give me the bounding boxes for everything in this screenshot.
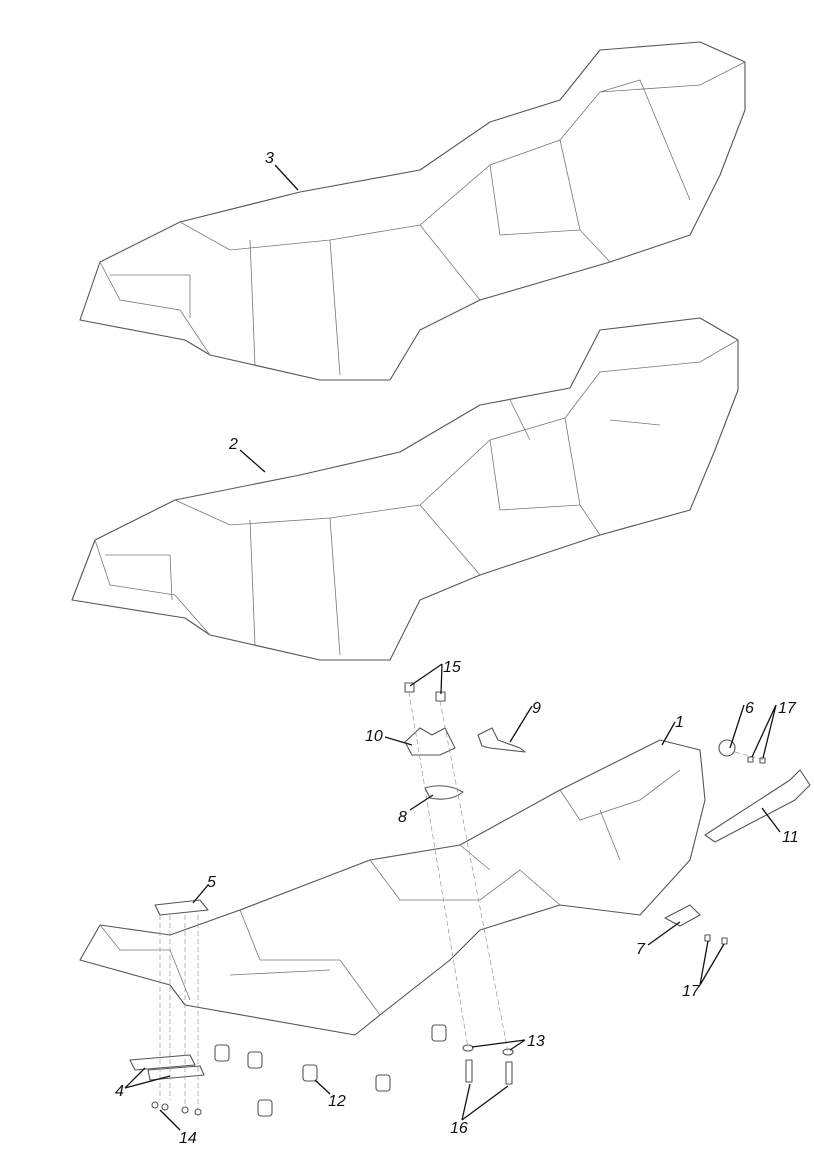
screw-part-17d [721,937,728,945]
pin-part-16b [505,1061,513,1085]
screw-part-17a [747,756,754,763]
grommet-part-12d [375,1074,391,1092]
callout-3: 3 [265,150,299,191]
callouts: 3 2 15 9 10 1 6 17 11 8 5 7 17 13 4 12 1… [115,150,799,1147]
svg-text:16: 16 [450,1120,468,1137]
callout-10: 10 [365,728,413,746]
screw-part-17c [704,934,711,942]
svg-text:1: 1 [675,714,684,731]
svg-text:10: 10 [365,728,383,745]
svg-text:4: 4 [115,1083,124,1100]
seat-part-2 [71,317,739,661]
callout-14: 14 [159,1109,197,1147]
callout-17-bottom: 17 [682,940,725,1000]
callout-15: 15 [409,659,461,695]
callout-8: 8 [398,794,434,826]
rod-part-11 [704,769,811,843]
plate-part-4b [147,1065,205,1081]
svg-text:7: 7 [636,941,646,958]
latch-part-9 [477,727,526,753]
seat-base-part-1 [79,739,706,1036]
callout-7: 7 [636,921,681,958]
svg-text:17: 17 [778,700,797,717]
bracket-part-10 [404,727,456,756]
assembly-axes [159,691,766,1110]
svg-text:2: 2 [228,436,238,453]
grommet-part-12f [431,1024,447,1042]
callout-17-top: 17 [751,700,797,759]
svg-text:5: 5 [207,874,216,891]
svg-text:6: 6 [745,700,754,717]
svg-text:13: 13 [527,1033,545,1050]
svg-text:8: 8 [398,809,407,826]
small-parts [129,682,811,1117]
svg-text:14: 14 [179,1130,197,1147]
plate-part-4a [129,1054,196,1071]
svg-text:9: 9 [532,700,541,717]
nut-part-15a [404,682,415,693]
washer-part-13b [502,1048,514,1056]
loop-part-8 [424,785,464,800]
nut-part-14c [181,1106,189,1114]
callout-12: 12 [314,1079,346,1110]
callout-16: 16 [450,1083,509,1137]
grommet-part-12c [302,1064,318,1082]
callout-4: 4 [115,1067,171,1100]
seat-part-3 [79,41,746,381]
svg-text:3: 3 [265,150,274,167]
screw-part-17b [759,757,766,764]
grommet-part-12e [257,1099,273,1117]
callout-6: 6 [729,700,754,749]
clip-part-6 [718,739,736,757]
bracket-part-7 [664,904,701,927]
callout-1: 1 [661,714,684,746]
pin-part-16a [465,1059,473,1083]
callout-5: 5 [192,874,216,904]
nut-part-14a [151,1101,159,1109]
callout-9: 9 [509,700,541,743]
svg-text:15: 15 [443,659,461,676]
callout-11: 11 [761,807,799,846]
svg-text:12: 12 [328,1093,346,1110]
plate-part-5 [154,899,209,916]
svg-text:17: 17 [682,983,701,1000]
grommet-part-12a [214,1044,230,1062]
callout-13: 13 [471,1033,545,1051]
callout-2: 2 [228,436,266,473]
nut-part-14b [161,1103,169,1111]
grommet-part-12b [247,1051,263,1069]
svg-text:11: 11 [782,829,799,846]
